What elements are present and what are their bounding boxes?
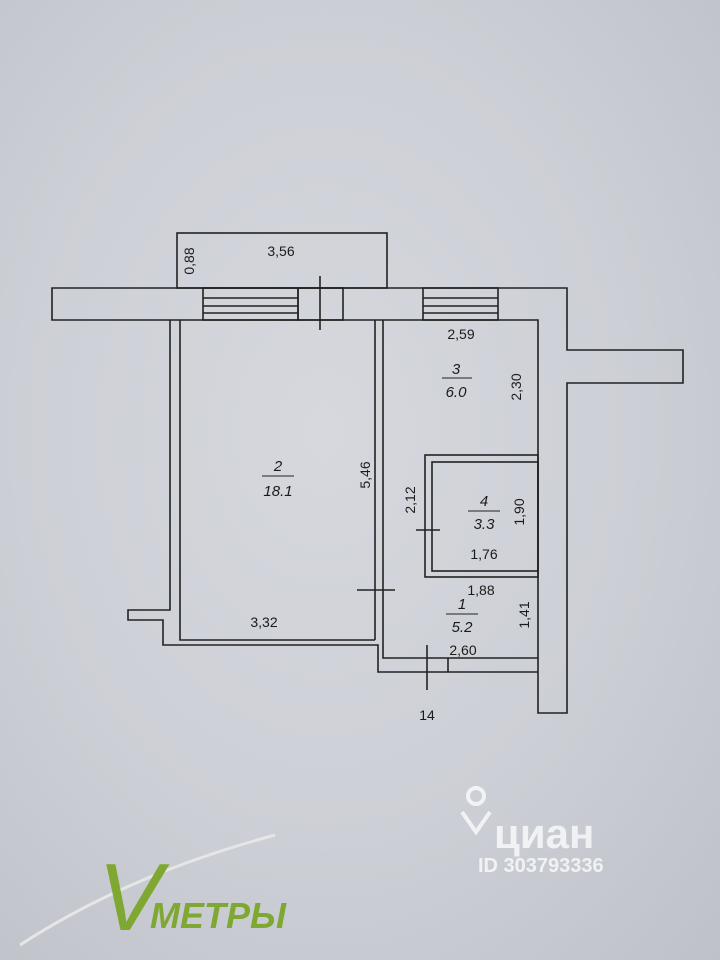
dim-hall-width-top: 1,88: [467, 582, 494, 598]
dim-kitchen-depth: 2,30: [508, 373, 524, 400]
room-4-number: 4: [480, 493, 488, 510]
watermark-brand: циан: [494, 810, 594, 857]
room-2-number: 2: [273, 458, 283, 475]
room-3-area: 6.0: [446, 384, 468, 401]
plan-walls: [51, 232, 684, 714]
room-4-area: 3.3: [474, 516, 496, 533]
room-1-number: 1: [458, 596, 466, 613]
dim-living-width: 3,32: [250, 614, 277, 630]
dim-balcony-depth: 0,88: [181, 247, 197, 274]
window-kitchen: [422, 287, 499, 321]
apartment-number: 14: [419, 707, 435, 723]
room-3-number: 3: [452, 361, 461, 378]
partition-kitchen: [382, 320, 538, 659]
dim-kitchen-width: 2,59: [447, 326, 474, 342]
inner-wall-living: [179, 320, 375, 641]
logo-text: МЕТРЫ: [150, 895, 287, 936]
window-living: [202, 287, 299, 321]
bathroom-inner: [431, 461, 539, 572]
watermark-id: ID 303793336: [478, 855, 604, 877]
dim-bath-height-inner: 1,90: [511, 498, 527, 525]
logo-letter: V: [98, 844, 170, 951]
room-1-area: 5.2: [452, 619, 474, 636]
cian-watermark: циан ID 303793336: [460, 786, 604, 877]
outer-wall-left-bottom: [127, 320, 538, 673]
dim-hall-width-bottom: 2,60: [449, 642, 476, 658]
metry-logo: V МЕТРЫ: [19, 833, 287, 951]
dim-bath-width: 1,76: [470, 546, 497, 562]
dim-hall-depth: 1,41: [516, 601, 532, 628]
dim-living-height: 5,46: [357, 461, 373, 488]
outer-wall-top-right: [51, 287, 684, 714]
room-2-area: 18.1: [263, 483, 292, 500]
dim-balcony-width: 3,56: [267, 243, 294, 259]
dim-bath-height-outer: 2,12: [402, 486, 418, 513]
location-pin-icon: [460, 786, 492, 836]
balcony: [176, 232, 388, 289]
